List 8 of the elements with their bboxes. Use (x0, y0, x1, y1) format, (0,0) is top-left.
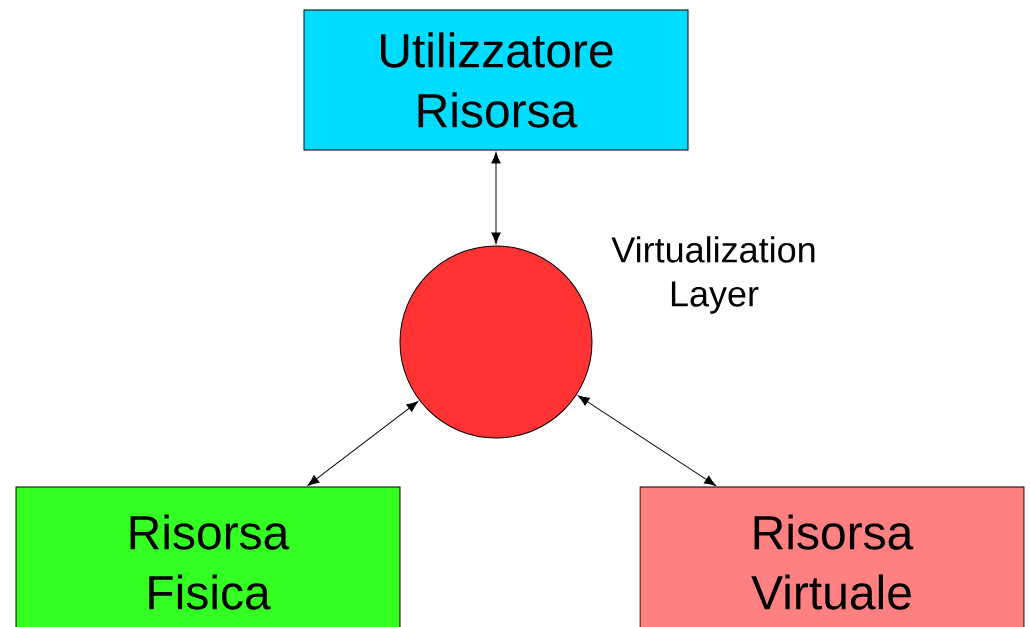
arrow (307, 401, 419, 486)
process-box: Risorsa Virtuale (639, 486, 1025, 627)
process-box: Utilizzatore Risorsa (303, 9, 689, 151)
layer-label: Virtualization Layer (611, 236, 815, 314)
process-box: Risorsa Fisica (15, 486, 401, 627)
arrow (577, 395, 716, 486)
arrow (491, 152, 501, 244)
circle (399, 245, 593, 439)
